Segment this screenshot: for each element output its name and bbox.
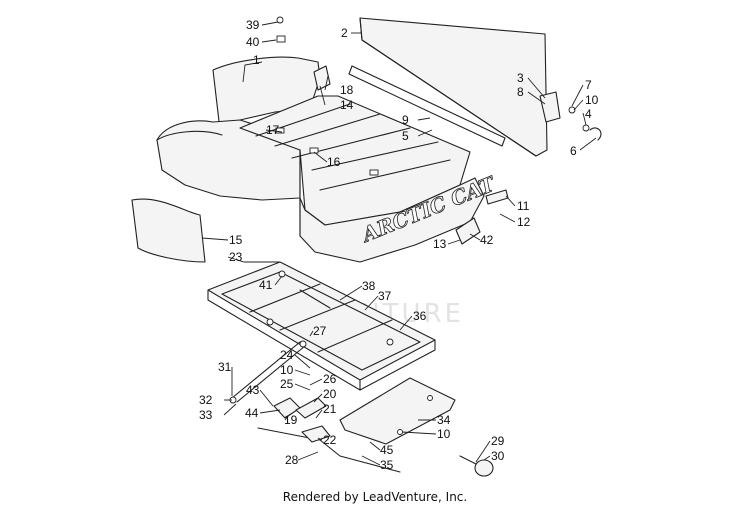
- callout-labels: 39 40 1 2 18 14 3 8 7 10 4 9 5 6 17 16 1…: [199, 18, 599, 472]
- callout-43: 43: [246, 383, 260, 397]
- latch-plate: [295, 397, 327, 419]
- callout-29: 29: [491, 434, 505, 448]
- callout-45: 45: [380, 443, 394, 457]
- side-panel-liner: [131, 198, 206, 263]
- callout-11: 11: [517, 199, 530, 213]
- callout-37: 37: [378, 289, 392, 303]
- callout-1: 1: [253, 53, 260, 67]
- callout-44: 44: [245, 406, 259, 420]
- callout-15: 15: [229, 233, 243, 247]
- callout-28: 28: [285, 453, 299, 467]
- callout-36: 36: [413, 309, 427, 323]
- callout-10c: 10: [437, 427, 451, 441]
- callout-20: 20: [323, 387, 337, 401]
- callout-18: 18: [340, 83, 354, 97]
- callout-19: 19: [284, 413, 298, 427]
- hinge-bracket: [539, 91, 561, 123]
- callout-39: 39: [246, 18, 260, 32]
- latch-base: [301, 425, 331, 443]
- callout-41: 41: [259, 278, 273, 292]
- callout-4: 4: [585, 107, 592, 121]
- callout-25: 25: [280, 377, 294, 391]
- callout-27: 27: [313, 324, 327, 338]
- callout-16: 16: [327, 155, 341, 169]
- leader-lines: [201, 21, 597, 466]
- tailgate-panel: [348, 17, 548, 157]
- callout-5: 5: [402, 129, 409, 143]
- callout-12: 12: [517, 215, 531, 229]
- bracket-13: [455, 217, 481, 245]
- callout-34: 34: [437, 413, 451, 427]
- callout-30: 30: [491, 449, 505, 463]
- bed-frame: [207, 261, 436, 391]
- latch-rod: [257, 427, 401, 473]
- callout-13: 13: [433, 237, 447, 251]
- callout-38: 38: [362, 279, 376, 293]
- callout-42: 42: [480, 233, 494, 247]
- callout-2: 2: [341, 26, 348, 40]
- callout-10b: 10: [280, 363, 294, 377]
- callout-8: 8: [517, 85, 524, 99]
- callout-17: 17: [266, 123, 280, 137]
- callout-32: 32: [199, 393, 213, 407]
- callout-9: 9: [402, 113, 409, 127]
- callout-21: 21: [323, 402, 337, 416]
- callout-23: 23: [229, 250, 243, 264]
- cargo-bed-tub: ARCTIC CAT: [156, 56, 500, 263]
- callout-14: 14: [340, 98, 354, 112]
- callout-3: 3: [517, 71, 524, 85]
- callout-33: 33: [199, 408, 213, 422]
- callout-24: 24: [280, 348, 294, 362]
- callout-31: 31: [218, 360, 232, 374]
- gas-strut: [229, 340, 307, 404]
- callout-35: 35: [380, 458, 394, 472]
- callout-7: 7: [585, 78, 592, 92]
- callout-10: 10: [585, 93, 599, 107]
- callout-40: 40: [246, 35, 260, 49]
- callout-22: 22: [323, 433, 337, 447]
- skid-plate: [339, 377, 456, 445]
- footer-credit: Rendered by LeadVenture, Inc.: [282, 490, 468, 504]
- callout-6: 6: [570, 144, 577, 158]
- callout-26: 26: [323, 372, 337, 386]
